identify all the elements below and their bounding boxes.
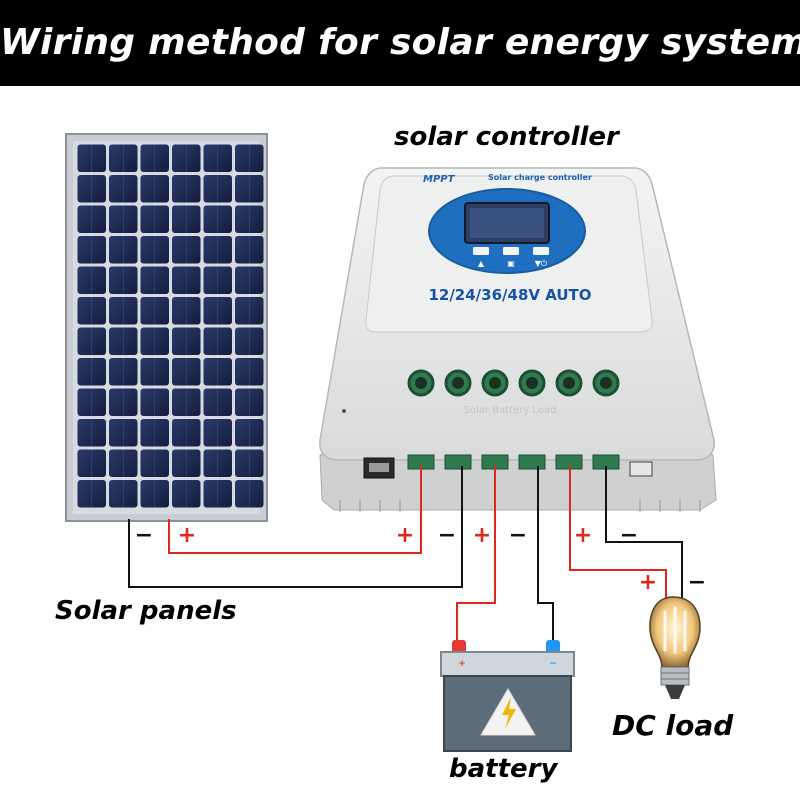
battery-negative-post <box>546 640 560 654</box>
ctrl-load-neg-symbol: − <box>620 523 638 548</box>
panels-label: Solar panels <box>55 596 237 626</box>
solar-controller: ▲ ▣ ▼⏻ MPPT Solar charge controller 12/2… <box>319 167 717 512</box>
title-bar <box>0 0 800 86</box>
page-title: Wiring method for solar energy system <box>0 22 800 63</box>
brand-label: MPPT <box>423 174 456 185</box>
controller-header: Solar charge controller <box>488 173 592 182</box>
terminal-block <box>407 454 620 470</box>
battery-pos-mark: + <box>458 659 466 669</box>
load-neg-symbol: − <box>688 570 706 595</box>
sensor-port <box>629 461 653 477</box>
battery-negative-wire <box>537 466 554 640</box>
solar-neg-symbol: − <box>135 523 153 548</box>
dc-load-label: DC load <box>612 709 734 742</box>
menu-icon: ▣ <box>507 259 515 268</box>
controller-label: solar controller <box>394 122 619 152</box>
battery-positive-post <box>452 640 466 654</box>
polarity-symbols: − + + − + − + − + − <box>135 523 706 595</box>
solar-positive-wire <box>168 466 422 554</box>
dc-load-bulb <box>649 596 701 699</box>
solar-panel <box>65 133 268 522</box>
up-button[interactable] <box>473 247 489 255</box>
battery-neg-mark: − <box>549 659 557 669</box>
ctrl-load-pos-symbol: + <box>574 523 592 548</box>
down-button[interactable] <box>533 247 549 255</box>
battery <box>440 640 575 752</box>
solar-pos-symbol: + <box>178 523 196 548</box>
embossed-label: Solar Battery Load <box>464 405 557 416</box>
cable-ports <box>407 369 620 397</box>
up-icon: ▲ <box>478 259 485 268</box>
ctrl-batt-neg-symbol: − <box>509 523 527 548</box>
voltage-label: 12/24/36/48V AUTO <box>428 286 591 304</box>
battery-positive-wire <box>456 466 496 640</box>
menu-button[interactable] <box>503 247 519 255</box>
load-positive-wire <box>569 466 667 600</box>
ctrl-solar-neg-symbol: − <box>438 523 456 548</box>
down-power-icon: ▼⏻ <box>535 259 548 268</box>
solar-negative-wire <box>128 466 463 588</box>
wires <box>128 466 683 640</box>
load-negative-wire <box>605 466 683 600</box>
ctrl-solar-pos-symbol: + <box>396 523 414 548</box>
ctrl-batt-pos-symbol: + <box>473 523 491 548</box>
load-pos-symbol: + <box>639 570 657 595</box>
battery-label: battery <box>449 754 558 784</box>
